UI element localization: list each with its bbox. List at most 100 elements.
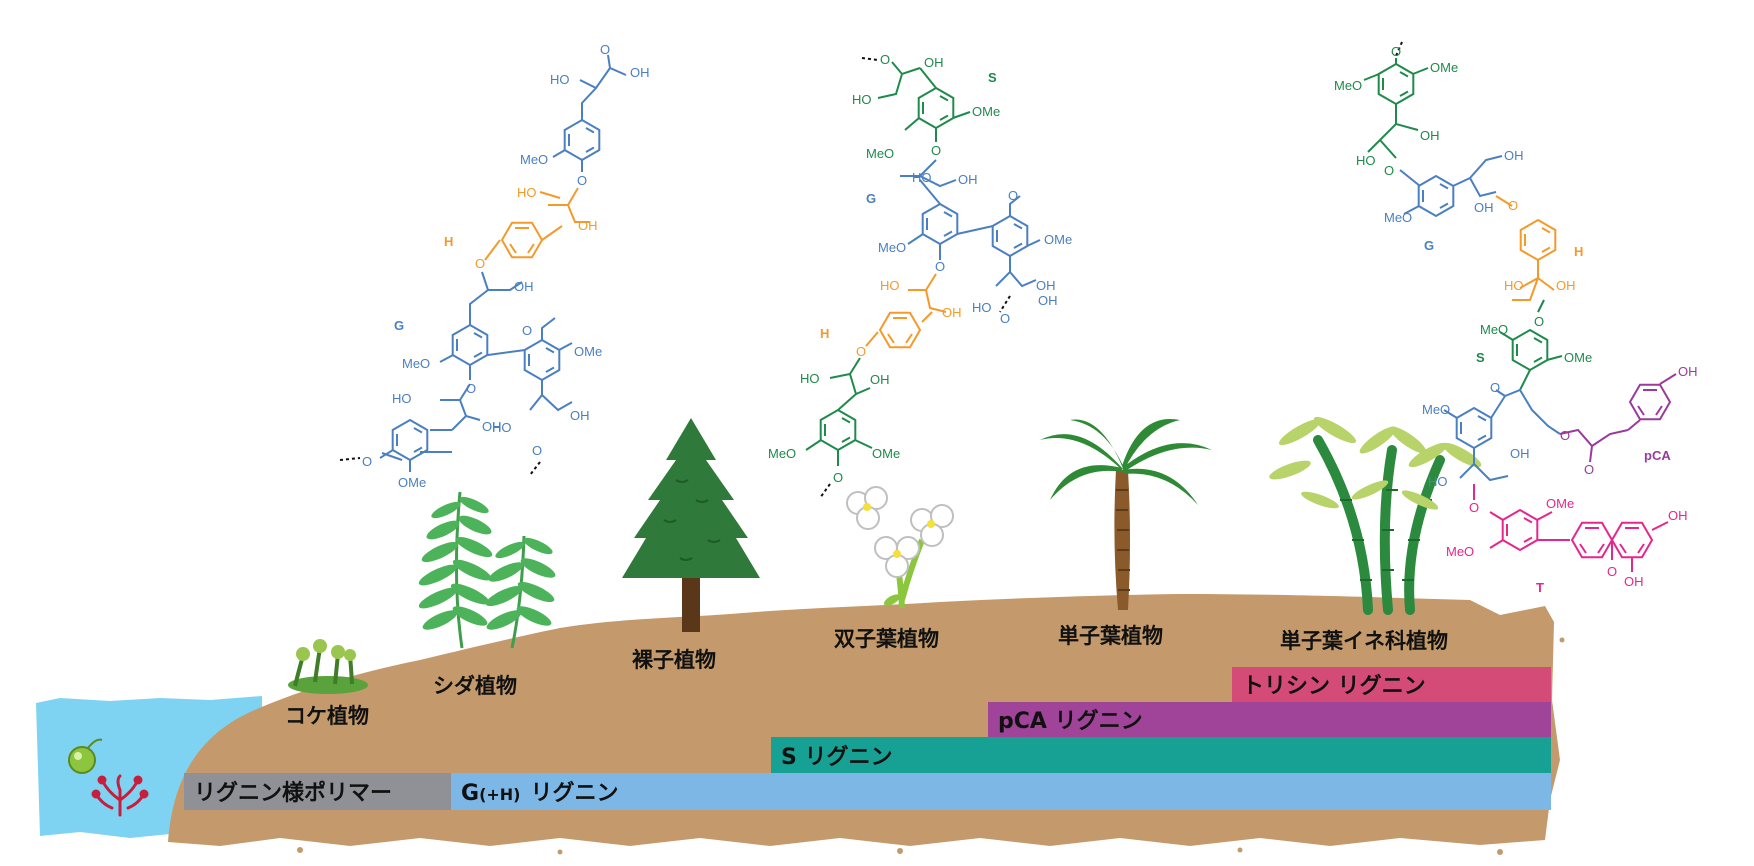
chem-label: O: [1490, 380, 1500, 395]
dicot-unit-H: H: [820, 326, 829, 341]
chem-label: MeO: [866, 146, 894, 161]
chem-label: O: [1008, 188, 1018, 203]
plant-label-gymnosperm: 裸子植物: [632, 648, 716, 672]
dicot-flower-icon: [846, 486, 954, 609]
chem-label: OMe: [1546, 496, 1574, 511]
band-s-lignin: [771, 737, 1551, 773]
chem-label: O: [856, 344, 866, 359]
chem-label: OH: [1474, 200, 1494, 215]
plant-label-grass: 単子葉イネ科植物: [1280, 629, 1448, 653]
chem-label: O: [1584, 462, 1594, 477]
chem-label: OMe: [972, 104, 1000, 119]
grass-unit-G: G: [1424, 238, 1434, 253]
chem-label: OMe: [574, 344, 602, 359]
chem-label: O: [1560, 428, 1570, 443]
chem-label: O: [362, 454, 372, 469]
plant-label-dicot: 双子葉植物: [834, 627, 939, 651]
chem-label: O: [600, 42, 610, 57]
chem-label: OH: [924, 55, 944, 70]
chem-label: O: [1508, 198, 1518, 213]
band-g-lignin-label: G(+H)リグニン: [461, 780, 619, 806]
soil-crumbs: [297, 637, 1565, 855]
chem-label: O: [1384, 163, 1394, 178]
chem-label: OH: [1556, 278, 1576, 293]
chem-label: HO: [550, 72, 570, 87]
chem-label: OH: [482, 419, 502, 434]
band-g-lignin: [451, 773, 1551, 810]
chem-label: HO: [1356, 153, 1376, 168]
chem-label: HO: [912, 170, 932, 185]
chem-label: O: [1607, 564, 1617, 579]
chem-label: O: [931, 143, 941, 158]
grass-unit-H: H: [1574, 244, 1583, 259]
fern-icon: [418, 491, 556, 649]
band-pca-lignin: [988, 702, 1551, 737]
grass-unit-pCA: pCA: [1644, 448, 1671, 463]
chem-label: HO: [1428, 474, 1448, 489]
chem-label: O: [880, 52, 890, 67]
chem-label: HO: [1504, 278, 1524, 293]
chem-label: HO: [517, 185, 537, 200]
chem-label: HO: [800, 371, 820, 386]
chem-label: OH: [870, 372, 890, 387]
chem-label: O: [522, 323, 532, 338]
palm-tree-icon: [1040, 418, 1212, 610]
grass-lignin-structure: O OMe MeO OH HO O MeO OH OH G O HO OH H …: [1334, 41, 1698, 595]
chem-label: OH: [1510, 446, 1530, 461]
grass-unit-S: S: [1476, 350, 1485, 365]
chem-label: O: [1469, 500, 1479, 515]
chem-label: OH: [578, 218, 598, 233]
chem-label: OH: [630, 65, 650, 80]
band-tricin-lignin: [1232, 667, 1551, 702]
chem-label: OMe: [1044, 232, 1072, 247]
chem-label: HO: [880, 278, 900, 293]
band-pca-lignin-label: pCA リグニン: [998, 708, 1143, 734]
chem-label: MeO: [402, 356, 430, 371]
band-lignin-like-polymer: [184, 773, 451, 810]
chem-label: OH: [570, 408, 590, 423]
chem-label: O: [532, 443, 542, 458]
plant-label-fern: シダ植物: [433, 674, 517, 698]
chem-label: O: [1534, 314, 1544, 329]
chem-label: O: [1391, 44, 1401, 59]
fern-unit-G: G: [394, 318, 404, 333]
grass-unit-T: T: [1536, 580, 1544, 595]
chem-label: HO: [492, 420, 512, 435]
chem-label: MeO: [878, 240, 906, 255]
chem-label: MeO: [1384, 210, 1412, 225]
chem-label: O: [475, 256, 485, 271]
chem-label: O: [1000, 311, 1010, 326]
chem-label: MeO: [768, 446, 796, 461]
band-tricin-lignin-label: トリシン リグニン: [1242, 673, 1426, 699]
dicot-unit-S: S: [988, 70, 997, 85]
chem-label: HO: [392, 391, 412, 406]
band-lignin-like-label: リグニン様ポリマー: [194, 780, 392, 806]
plant-label-moss: コケ植物: [285, 704, 369, 728]
chem-label: OMe: [872, 446, 900, 461]
red-alga-icon: [91, 774, 149, 817]
chem-label: OMe: [1430, 60, 1458, 75]
conifer-tree-icon: [622, 418, 760, 632]
chem-label: MeO: [520, 152, 548, 167]
grass-bamboo-icon: [1269, 416, 1482, 615]
chem-label: OMe: [1564, 350, 1592, 365]
chem-label: MeO: [1480, 322, 1508, 337]
chem-label: OH: [1038, 293, 1058, 308]
chem-label: OH: [1036, 278, 1056, 293]
chem-label: MeO: [1446, 544, 1474, 559]
fern-unit-H: H: [444, 234, 453, 249]
moss-icon: [288, 639, 368, 694]
dicot-unit-G: G: [866, 191, 876, 206]
chem-label: MeO: [1334, 78, 1362, 93]
chem-label: HO: [972, 300, 992, 315]
chem-label: O: [466, 381, 476, 396]
chem-label: MeO: [1422, 402, 1450, 417]
chem-label: HO: [852, 92, 872, 107]
chem-label: O: [577, 173, 587, 188]
plant-label-monocot: 単子葉植物: [1058, 624, 1163, 648]
chem-label: OMe: [398, 475, 426, 490]
chem-label: OH: [514, 279, 534, 294]
dicot-lignin-structure: O OH HO OMe MeO O S G HO OH O MeO OMe O …: [768, 52, 1072, 499]
chem-label: OH: [1678, 364, 1698, 379]
